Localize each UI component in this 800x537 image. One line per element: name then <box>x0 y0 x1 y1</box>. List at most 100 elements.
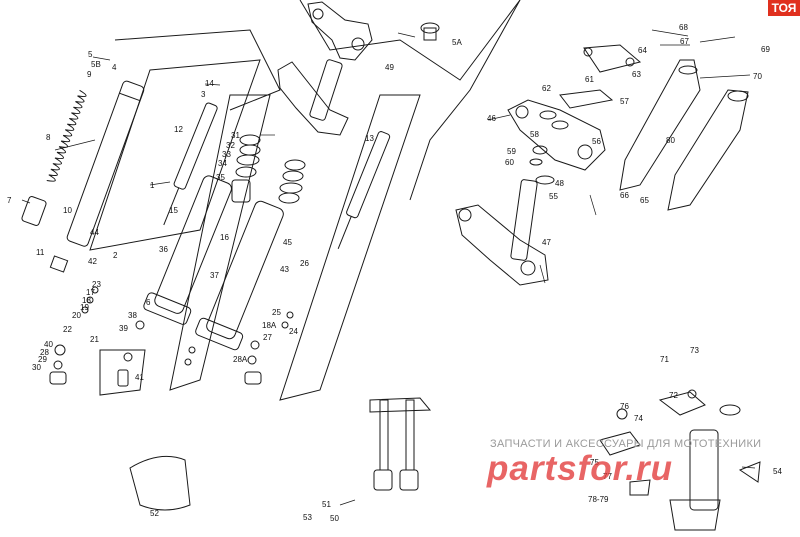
section-boundary <box>409 0 521 201</box>
group-frame <box>169 94 271 391</box>
fork-spring <box>46 89 87 182</box>
callout-35: 35 <box>216 173 225 182</box>
section-boundary <box>299 0 521 81</box>
callout-40: 40 <box>44 340 53 349</box>
callout-17: 17 <box>86 288 95 297</box>
callout-20: 20 <box>72 311 81 320</box>
callout-77: 77 <box>603 472 612 481</box>
parts-bag <box>129 455 191 511</box>
callout-8: 8 <box>46 133 51 142</box>
callout-33: 33 <box>222 150 231 159</box>
callout-3: 3 <box>201 90 206 99</box>
brand-badge: ТОЯ <box>768 0 800 16</box>
callout-59: 59 <box>507 147 516 156</box>
callout-37: 37 <box>210 271 219 280</box>
callout-71: 71 <box>660 355 669 364</box>
outer-fork-leg-left <box>143 175 232 325</box>
callout-28: 28 <box>40 348 49 357</box>
lower-fork-fitting <box>599 389 761 531</box>
callout-2: 2 <box>113 251 118 260</box>
assembled-fork-thumbnail <box>369 397 432 491</box>
callout-61: 61 <box>585 75 594 84</box>
callout-53: 53 <box>303 513 312 522</box>
callout-31: 31 <box>231 131 240 140</box>
callout-1: 1 <box>150 181 155 190</box>
callout-12: 12 <box>174 125 183 134</box>
callout-18: 18 <box>82 296 91 305</box>
fork-cap <box>420 22 440 41</box>
callout-66: 66 <box>620 191 629 200</box>
upper-triple-clamp <box>307 1 373 61</box>
fork-gaiter-right <box>667 89 749 211</box>
callout-55: 55 <box>549 192 558 201</box>
callout-21: 21 <box>90 335 99 344</box>
callout-45: 45 <box>283 238 292 247</box>
callout-15: 15 <box>169 206 178 215</box>
group-frame <box>99 349 146 396</box>
callout-5a: 5A <box>452 38 462 47</box>
callout-44: 44 <box>90 228 99 237</box>
outer-fork-leg-right <box>195 200 284 351</box>
right-triple-clamp <box>507 99 606 185</box>
callout-9: 9 <box>87 70 92 79</box>
callout-6: 6 <box>146 298 151 307</box>
hardware-bits <box>49 286 294 387</box>
callout-75: 75 <box>590 458 599 467</box>
spacer-tube <box>21 196 47 226</box>
callout-28a: 28A <box>233 355 248 364</box>
callout-60: 60 <box>505 158 514 167</box>
steering-stem-upper <box>277 59 349 136</box>
seal-stack-lower <box>278 159 306 204</box>
callout-labels: 55B9487101144121431215313233343536422317… <box>7 23 782 523</box>
group-frame <box>89 59 261 251</box>
callout-49: 49 <box>385 63 394 72</box>
damper-rod-left <box>163 102 218 226</box>
callout-30: 30 <box>32 363 41 372</box>
callout-34: 34 <box>218 159 227 168</box>
group-frame <box>279 94 421 401</box>
callout-19: 19 <box>80 303 89 312</box>
bushing <box>49 255 69 273</box>
callout-46: 46 <box>487 114 496 123</box>
callout-5b: 5B <box>91 60 101 69</box>
callout-7: 7 <box>7 196 12 205</box>
callout-58: 58 <box>530 130 539 139</box>
callout-74: 74 <box>634 414 643 423</box>
inner-fork-tube-left <box>66 80 145 247</box>
callout-10: 10 <box>63 206 72 215</box>
callout-43: 43 <box>280 265 289 274</box>
callout-50: 50 <box>330 514 339 523</box>
callout-63: 63 <box>632 70 641 79</box>
callout-26: 26 <box>300 259 309 268</box>
callout-52: 52 <box>150 509 159 518</box>
callout-25: 25 <box>272 308 281 317</box>
handlebar-clamp-set <box>559 44 642 109</box>
callout-22: 22 <box>63 325 72 334</box>
callout-29: 29 <box>38 355 47 364</box>
callout-24: 24 <box>289 327 298 336</box>
callout-70: 70 <box>753 72 762 81</box>
callout-76: 76 <box>620 402 629 411</box>
callout-16: 16 <box>220 233 229 242</box>
callout-69: 69 <box>761 45 770 54</box>
callout-27: 27 <box>263 333 272 342</box>
watermark-caption: ЗАПЧАСТИ И АКСЕССУАРЫ ДЛЯ МОТОТЕХНИКИ <box>490 438 762 450</box>
callout-64: 64 <box>638 46 647 55</box>
callout-14: 14 <box>205 79 214 88</box>
callout-4: 4 <box>112 63 117 72</box>
callout-57: 57 <box>620 97 629 106</box>
callout-36: 36 <box>159 245 168 254</box>
callout-65: 65 <box>640 196 649 205</box>
callout-51: 51 <box>322 500 331 509</box>
callout-78-79: 78-79 <box>588 495 609 504</box>
callout-13: 13 <box>365 134 374 143</box>
callout-54: 54 <box>773 467 782 476</box>
seal-stack-upper <box>231 134 261 203</box>
callout-18a: 18A <box>262 321 277 330</box>
callout-73: 73 <box>690 346 699 355</box>
callout-56: 56 <box>592 137 601 146</box>
callout-32: 32 <box>226 141 235 150</box>
callout-11: 11 <box>36 248 45 257</box>
watermark-logo: partsfor.ru <box>487 449 674 488</box>
